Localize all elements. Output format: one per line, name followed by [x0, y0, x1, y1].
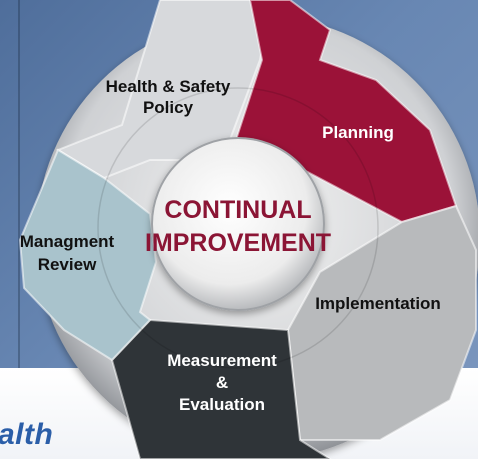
segment-label-planning-line1: Planning: [322, 123, 394, 142]
segment-planning: [230, 0, 458, 224]
segment-label-implementation-line1: Implementation: [315, 294, 441, 313]
segment-label-measurement-evaluation-line2: &: [216, 373, 228, 392]
footer-text: alth: [0, 418, 54, 451]
segment-managment-review: [18, 148, 158, 362]
center-hub: [151, 137, 325, 311]
segment-implementation: [286, 204, 477, 441]
inner-ring: [97, 87, 379, 369]
segment-label-health-safety-policy-line1: Health & Safety: [106, 77, 231, 96]
segment-health-safety-policy: [55, 0, 272, 180]
segment-label-measurement-evaluation-line3: Evaluation: [179, 395, 265, 414]
segment-label-health-safety-policy-line2: Policy: [143, 98, 194, 117]
background-divider: [18, 0, 20, 370]
segment-label-measurement-evaluation-line1: Measurement: [167, 351, 277, 370]
center-title-line2: IMPROVEMENT: [145, 229, 331, 257]
segment-label-managment-review-line1: Managment: [20, 232, 115, 251]
center-title-line1: CONTINUAL: [164, 196, 311, 224]
segment-label-managment-review-line2: Review: [38, 255, 97, 274]
